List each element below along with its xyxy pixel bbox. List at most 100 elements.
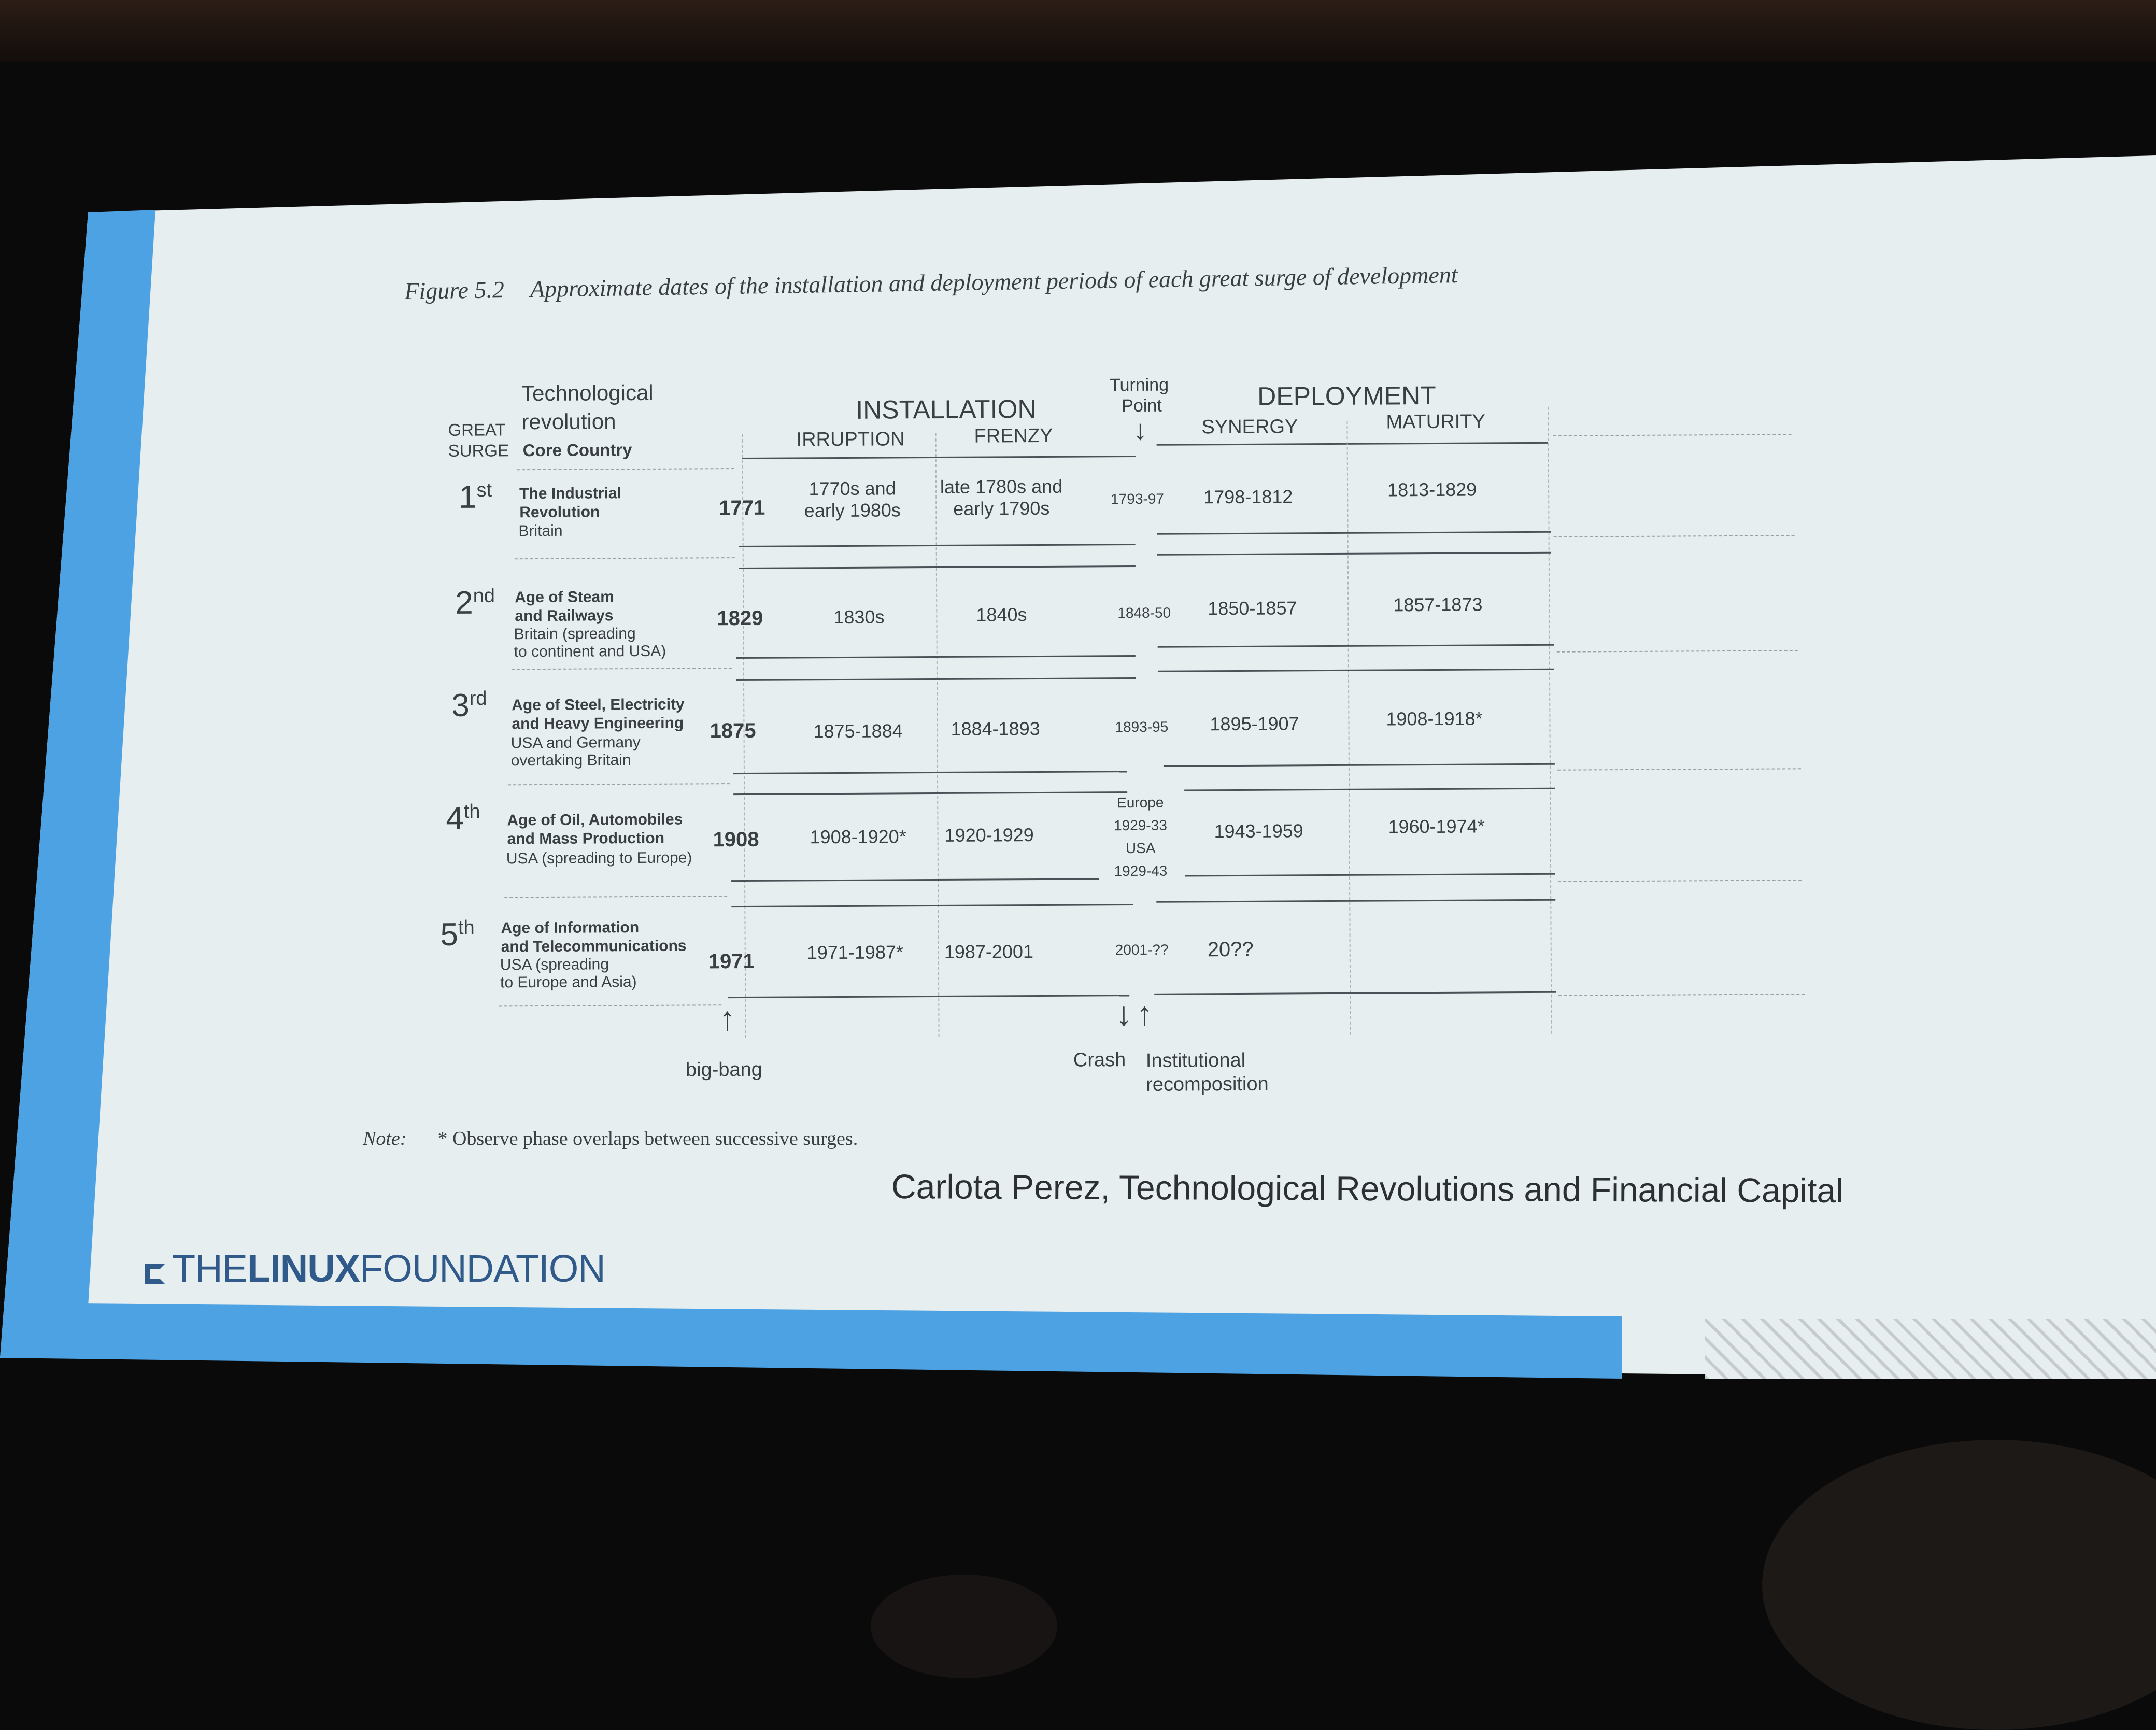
surge-year-2: 1829 [717, 606, 763, 630]
irruption-4: 1908-1920* [810, 826, 906, 848]
maturity-3: 1908-1918* [1386, 707, 1483, 730]
surge-ordinal-4: 4th [446, 800, 480, 836]
header-core-country: Core Country [522, 440, 632, 460]
divider-irruption-frenzy [935, 433, 940, 1037]
surge-ordinal-2: 2nd [455, 585, 495, 621]
surge-country-1: Britain [518, 522, 563, 540]
row3-bar-deploy-2 [1184, 787, 1555, 791]
header-synergy: SYNERGY [1201, 416, 1298, 438]
surge-table: GREAT SURGE Technological revolution Cor… [440, 375, 1805, 1096]
header-deployment: DEPLOYMENT [1257, 380, 1436, 411]
linux-foundation-logo: THELINUXFOUNDATION [145, 1246, 606, 1291]
header-point: Point [1122, 395, 1162, 416]
frenzy-4: 1920-1929 [944, 824, 1034, 846]
turning-point-1: 1793-97 [1111, 490, 1165, 507]
row3-bar-install-2 [733, 791, 1128, 796]
row2-bar-install [736, 655, 1136, 659]
row3-rule-right [1557, 768, 1801, 771]
row2-bar-install-2 [736, 677, 1136, 682]
turning-point-3: 1893-95 [1115, 718, 1169, 735]
row4-rule-left [504, 896, 728, 898]
surge-ordinal-3: 3rd [451, 687, 487, 724]
header-rule-installation [742, 455, 1136, 459]
irruption-3: 1875-1884 [813, 720, 903, 742]
header-rule-left [516, 468, 734, 471]
divider-synergy-maturity [1346, 420, 1351, 1035]
surge-ordinal-5: 5th [440, 916, 475, 953]
frenzy-3: 1884-1893 [951, 717, 1040, 740]
row4-bar-deploy [1184, 873, 1555, 877]
row1-bar-install [739, 543, 1136, 548]
maturity-4: 1960-1974* [1388, 815, 1485, 838]
audience-head-left [871, 1575, 1057, 1678]
row2-bar-deploy [1157, 644, 1554, 648]
surge-year-5: 1971 [708, 949, 755, 973]
irruption-5: 1971-1987* [806, 941, 904, 963]
note: Note:* Observe phase overlaps between su… [363, 1127, 858, 1150]
row4-bar-deploy-2 [1156, 899, 1556, 903]
turning-point-arrow-icon: ↓ [1133, 414, 1147, 446]
row4-bar-install [731, 878, 1100, 882]
surge-ordinal-1: 1st [458, 479, 492, 515]
synergy-1: 1798-1812 [1203, 486, 1293, 508]
header-rule-deployment [1156, 442, 1548, 446]
header-surge: SURGE [448, 441, 509, 460]
row5-bar-deploy [1154, 991, 1556, 995]
crash-arrow-icon: ↓ [1115, 995, 1132, 1033]
turning-point-5: 2001-?? [1115, 941, 1169, 958]
projection-screen [0, 155, 2156, 1410]
header-tech-rev-1: Technological [521, 380, 654, 406]
surge-year-4: 1908 [713, 828, 759, 852]
citation: Carlota Perez, Technological Revolutions… [891, 1167, 1843, 1210]
synergy-2: 1850-1857 [1208, 597, 1297, 619]
header-great: GREAT [448, 420, 506, 439]
note-label: Note: [363, 1128, 407, 1150]
surge-country-4: USA (spreading to Europe) [506, 849, 692, 868]
row2-bar-deploy-2 [1157, 668, 1554, 672]
row5-rule-left [499, 1004, 722, 1007]
maturity-2: 1857-1873 [1393, 593, 1483, 616]
irruption-2: 1830s [833, 606, 885, 628]
recomposition-arrow-icon: ↑ [1136, 995, 1153, 1032]
row2-rule-left [511, 668, 732, 670]
row4-rule-right [1558, 880, 1802, 882]
synergy-3: 1895-1907 [1210, 713, 1299, 735]
row4-bar-install-2 [731, 904, 1133, 908]
linux-foundation-mark-icon [145, 1264, 165, 1284]
row2-rule-right [1556, 650, 1798, 653]
big-bang-label: big-bang [685, 1058, 762, 1081]
header-turning: Turning [1109, 375, 1169, 395]
synergy-5: 20?? [1207, 938, 1254, 961]
header-irruption: IRRUPTION [796, 428, 905, 451]
row1-bar-deploy [1157, 531, 1551, 535]
header-rule-right [1553, 434, 1792, 436]
row3-rule-left [508, 783, 730, 786]
row1-bar-deploy-2 [1157, 551, 1551, 556]
row1-bar-install-2 [739, 565, 1136, 570]
hatch-pattern [1705, 1319, 2156, 1379]
crash-label: Crash [1073, 1049, 1126, 1071]
header-tech-rev-2: revolution [521, 409, 616, 434]
frenzy-5: 1987-2001 [944, 941, 1034, 962]
row5-bar-install [728, 995, 1130, 999]
slide-background [0, 155, 2156, 1379]
surge-year-1: 1771 [719, 496, 765, 520]
synergy-4: 1943-1959 [1214, 820, 1303, 842]
divider-deployment-end [1548, 406, 1552, 1034]
row3-bar-deploy [1163, 763, 1555, 767]
row1-rule-right [1553, 535, 1795, 537]
row1-rule-left [514, 557, 735, 560]
header-maturity: MATURITY [1386, 410, 1485, 433]
